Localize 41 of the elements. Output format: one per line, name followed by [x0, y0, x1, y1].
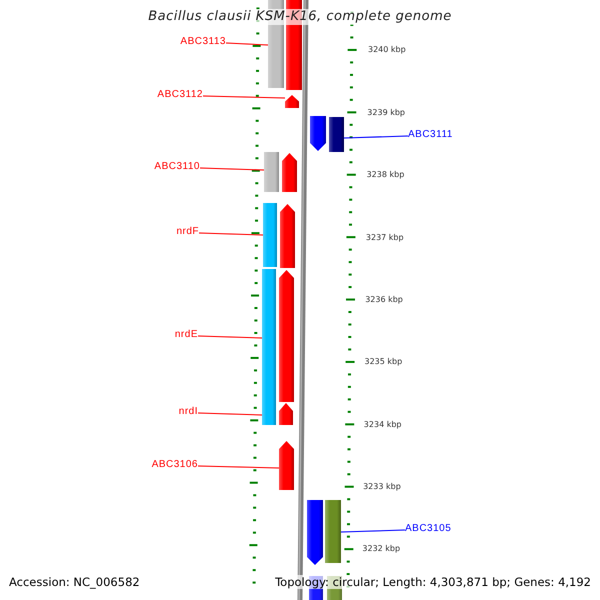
leader-line [198, 336, 262, 338]
gene-feature-block [329, 117, 344, 152]
leader-line [344, 136, 408, 138]
leader-line [198, 412, 262, 416]
gene-feature-block [279, 441, 294, 490]
gene-label: nrdI [178, 406, 198, 418]
gene-feature-block [310, 116, 326, 151]
gene-feature-block [282, 153, 297, 192]
scale-tick-label: 3239 kbp [367, 108, 405, 118]
gene-label: ABC3106 [152, 459, 198, 471]
gene-feature-block [263, 203, 277, 267]
leader-line [202, 96, 286, 98]
gene-label: ABC3105 [405, 523, 452, 535]
scale-tick-label: 3238 kbp [366, 170, 404, 180]
gene-label: nrdE [174, 329, 198, 341]
leader-line [340, 530, 406, 532]
gene-feature-block [279, 403, 293, 425]
scale-tick-label: 3235 kbp [364, 357, 402, 367]
gene-label: ABC3111 [408, 129, 453, 141]
accession-text: Accession: NC_006582 [9, 575, 140, 589]
leader-line [198, 232, 264, 236]
scale-tick-label: 3237 kbp [366, 233, 404, 243]
scale-tick-label: 3232 kbp [362, 544, 400, 554]
scale-tick-label: 3236 kbp [365, 295, 403, 305]
scale-tick-label: 3240 kbp [368, 45, 406, 55]
gene-feature-block [264, 152, 279, 192]
leader-line [226, 42, 268, 46]
leader-line [200, 168, 264, 170]
gene-feature-block [262, 269, 276, 425]
gene-label: ABC3113 [180, 36, 226, 48]
gene-label: ABC3112 [157, 89, 203, 101]
genome-summary-text: Topology: circular; Length: 4,303,871 bp; Genes: 4,192 [275, 575, 591, 589]
gene-feature-block [307, 500, 323, 565]
gene-label: ABC3110 [154, 161, 200, 173]
gene-feature-block [325, 500, 341, 563]
scale-tick-label: 3233 kbp [363, 482, 401, 492]
leader-line [198, 466, 280, 468]
gene-feature-block [285, 95, 299, 108]
gene-feature-block [280, 204, 295, 268]
scale-tick-label: 3234 kbp [364, 420, 402, 430]
gene-label: nrdF [176, 226, 199, 238]
